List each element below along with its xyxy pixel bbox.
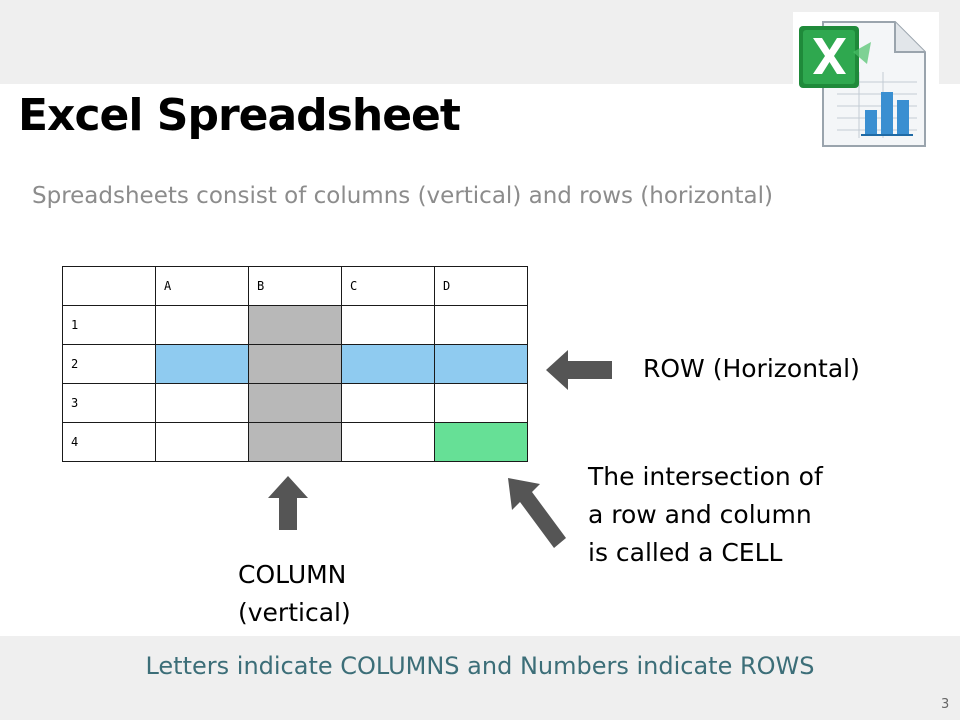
table-header-row: A B C D	[62, 266, 528, 306]
slide-subtitle: Spreadsheets consist of columns (vertica…	[32, 183, 773, 209]
arrow-left-icon	[546, 350, 612, 390]
row-header-2: 2	[62, 344, 156, 384]
cell-d2	[434, 344, 528, 384]
cell-d1	[434, 305, 528, 345]
footer-text: Letters indicate COLUMNS and Numbers ind…	[145, 652, 815, 680]
cell-c1	[341, 305, 435, 345]
cell-c3	[341, 383, 435, 423]
row-header-1: 1	[62, 305, 156, 345]
table-row: 3	[62, 383, 528, 423]
cell-c2	[341, 344, 435, 384]
cell-explanation-line: is called a CELL	[588, 538, 783, 567]
column-header-b: B	[248, 266, 342, 306]
column-label-line: COLUMN	[238, 560, 347, 589]
cell-explanation-line: The intersection of	[588, 462, 823, 491]
cell-d3	[434, 383, 528, 423]
cell-a3	[155, 383, 249, 423]
cell-explanation: The intersection of a row and column is …	[588, 458, 888, 572]
cell-a2	[155, 344, 249, 384]
row-header-4: 4	[62, 422, 156, 462]
table-row: 1	[62, 305, 528, 345]
cell-b4	[248, 422, 342, 462]
excel-logo-icon	[793, 12, 939, 154]
arrow-up-icon	[268, 476, 308, 530]
cell-a4	[155, 422, 249, 462]
column-header-a: A	[155, 266, 249, 306]
cell-c4	[341, 422, 435, 462]
slide-number: 3	[941, 697, 950, 712]
cell-explanation-line: a row and column	[588, 500, 812, 529]
column-label: COLUMN (vertical)	[238, 556, 351, 632]
table-row: 4	[62, 422, 528, 462]
row-header-3: 3	[62, 383, 156, 423]
spreadsheet-grid: A B C D 1 2 3 4	[62, 266, 528, 462]
footer-band	[0, 636, 960, 720]
corner-cell	[62, 266, 156, 306]
column-header-d: D	[434, 266, 528, 306]
row-label: ROW (Horizontal)	[643, 354, 860, 383]
table-row: 2	[62, 344, 528, 384]
cell-a1	[155, 305, 249, 345]
cell-d4	[434, 422, 528, 462]
cell-b1	[248, 305, 342, 345]
cell-b3	[248, 383, 342, 423]
cell-b2	[248, 344, 342, 384]
slide-title: Excel Spreadsheet	[18, 90, 461, 141]
column-header-c: C	[341, 266, 435, 306]
arrow-diagonal-icon	[508, 478, 566, 548]
column-label-line: (vertical)	[238, 598, 351, 627]
